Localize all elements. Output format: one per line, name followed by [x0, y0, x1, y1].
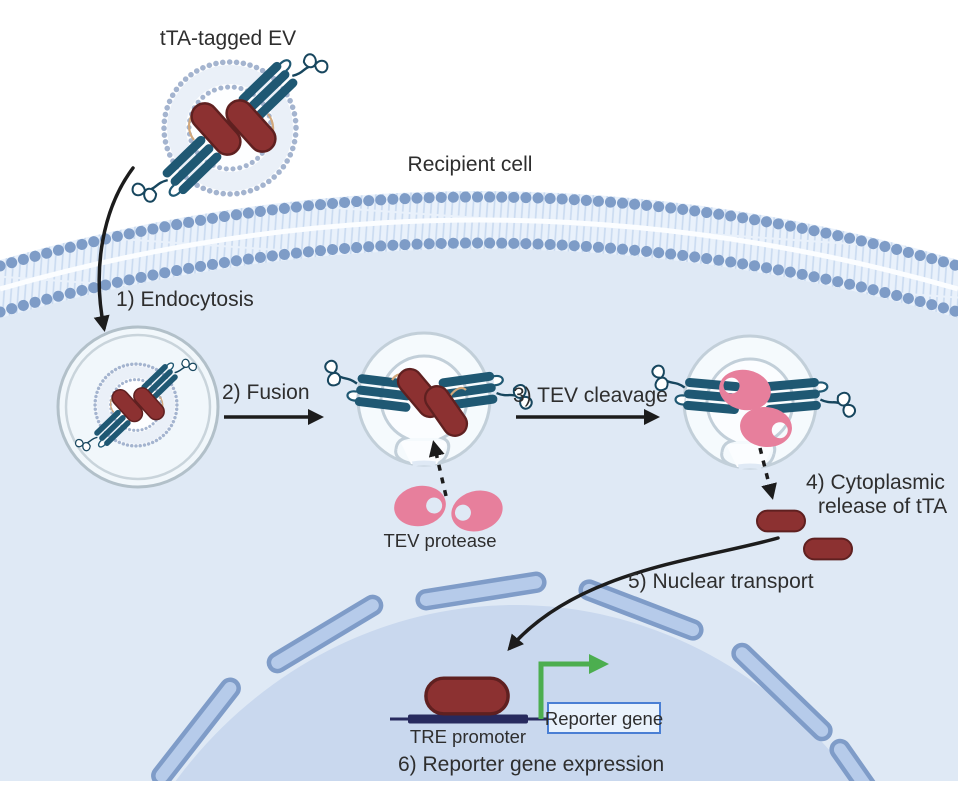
tre-promoter-label: TRE promoter: [410, 726, 526, 747]
tev-protease-label: TEV protease: [383, 530, 496, 551]
cleaved-endosome: [648, 336, 857, 500]
endosome-with-ev: [56, 325, 220, 489]
transcription-arrow: [538, 654, 609, 719]
fused-endosome: [319, 333, 534, 465]
reporter-construct: Reporter gene TRE promoter: [390, 654, 663, 747]
nuclear-transport-arrow: [507, 536, 780, 652]
tta-protein-free: [755, 509, 807, 533]
step6-label: 6) Reporter gene expression: [398, 753, 664, 776]
tev-cleavage-dashed-arrow: [428, 440, 448, 497]
step2-label: 2) Fusion: [222, 381, 310, 404]
step4-label-line1: 4) Cytoplasmic: [806, 471, 945, 494]
tev-protease-group: [390, 440, 508, 538]
reporter-gene-box: [547, 702, 661, 734]
tta-tagged-ev: [130, 37, 330, 220]
step3-label: 3) TEV cleavage: [513, 384, 668, 407]
recipient-cell-label: Recipient cell: [408, 153, 533, 176]
step1-label: 1) Endocytosis: [116, 288, 254, 311]
endocytosis-arrow: [93, 166, 135, 332]
plasma-membrane: [0, 191, 958, 318]
release-dashed-arrow: [758, 447, 777, 500]
tta-protein-nucleus: [424, 676, 510, 716]
tta-protein-free: [802, 537, 854, 561]
nucleus: [175, 605, 855, 781]
step4-label-line2: release of tTA: [818, 495, 947, 518]
step5-label: 5) Nuclear transport: [628, 570, 814, 593]
title-label: tTA-tagged EV: [160, 27, 296, 50]
outer-lipid-heads: [0, 191, 958, 272]
reporter-gene-label: Reporter gene: [545, 708, 663, 729]
tre-promoter-bar: [408, 714, 528, 724]
inner-lipid-heads: [0, 237, 958, 318]
